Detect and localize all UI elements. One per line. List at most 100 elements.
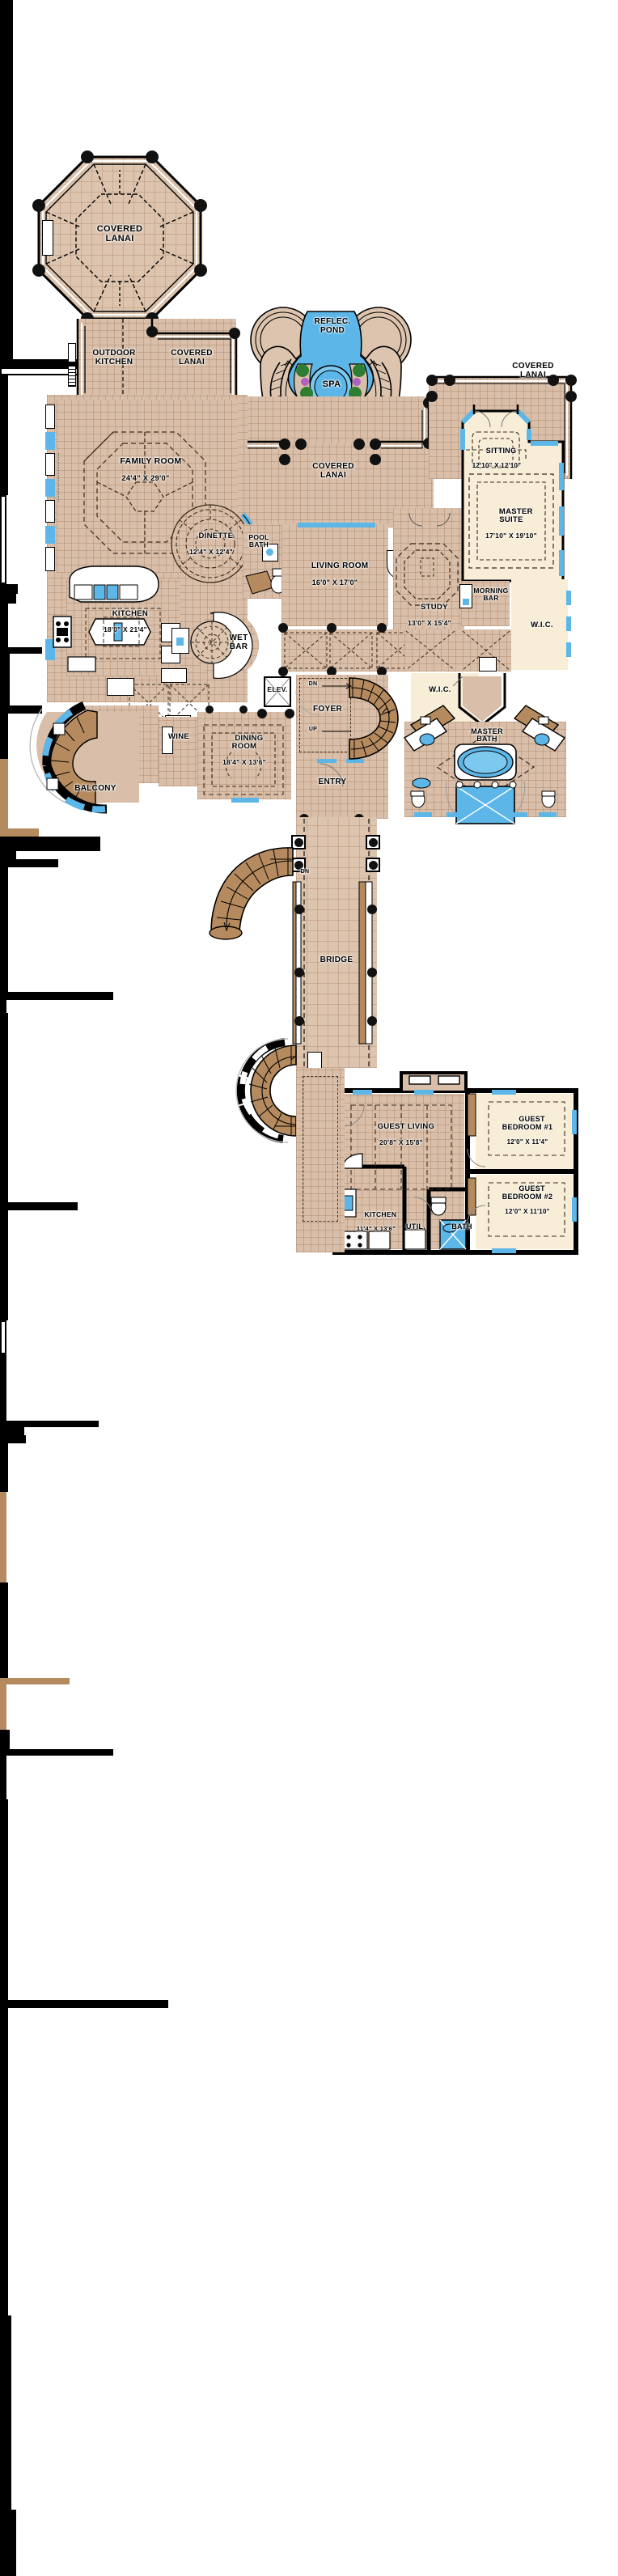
label-guest-bedroom-2: GUEST BEDROOM #2 12'0" X 11'10"	[489, 1178, 566, 1231]
bridge-guest-connector	[296, 1068, 345, 1252]
entry-wall	[0, 1427, 24, 1435]
closet-shelf	[0, 1492, 6, 1582]
dining-room-name: DINING ROOM	[231, 733, 264, 751]
wine-door	[162, 727, 173, 754]
column	[239, 705, 248, 714]
stair-marker-bridge-dn: DN	[300, 869, 310, 875]
living-room-name: LIVING ROOM	[311, 561, 369, 570]
label-guest-bath: BATH	[451, 1222, 472, 1231]
wic-west	[411, 673, 479, 722]
outdoor-kitchen-wall	[0, 0, 13, 50]
stair-marker-foyer-dn: DN	[308, 681, 318, 687]
window-unit	[414, 812, 432, 817]
family-room-name: FAMILY ROOM	[120, 456, 182, 467]
service-wall	[0, 705, 42, 714]
label-bridge: BRIDGE	[320, 955, 353, 964]
living-west-wall	[0, 1126, 8, 1173]
east-glass-band	[0, 495, 6, 584]
sitting-name: SITTING	[485, 447, 517, 455]
study-built-in	[0, 1320, 6, 1354]
window-unit	[45, 547, 55, 571]
column	[294, 968, 304, 977]
label-foyer: FOYER	[313, 705, 342, 714]
label-pantry: PANTRY	[104, 727, 138, 736]
connector-ceiling	[303, 1076, 338, 1222]
study-dim: 13'0" X 15'4"	[408, 618, 451, 627]
label-covered-lanai-north: COVERED LANAI	[171, 349, 213, 366]
dining-room-dim: 18'4" X 13'6"	[222, 757, 266, 766]
guest-kitchen-dim: 11'4" X 13'6"	[356, 1224, 396, 1232]
window-unit	[566, 642, 571, 657]
label-entry: ENTRY	[318, 777, 347, 786]
west-exterior-wall	[0, 50, 13, 359]
label-master-bath: MASTER BATH	[471, 727, 503, 744]
window-unit	[566, 616, 571, 631]
wine-rack	[0, 828, 39, 837]
foyer-wall	[0, 1354, 6, 1385]
label-covered-lanai-center: COVERED LANAI	[312, 462, 354, 480]
window-unit	[45, 432, 55, 450]
guest-living-name: GUEST LIVING	[377, 1121, 435, 1131]
mullion	[0, 1000, 6, 1006]
master-bath-west-wall	[0, 1799, 8, 1900]
label-wet-bar: WET BAR	[229, 633, 248, 651]
service-wall	[0, 654, 10, 705]
family-room-dim: 24'4" X 29'0"	[121, 474, 170, 483]
column	[278, 667, 288, 676]
column	[257, 709, 267, 718]
label-master-suite: MASTER SUITE 17'10" X 19'10"	[468, 500, 555, 556]
label-reflecting-pond: REFLEC. POND	[314, 317, 351, 335]
column	[377, 623, 387, 633]
cabinet	[161, 668, 187, 683]
wc-wall	[0, 2066, 8, 2121]
column	[294, 838, 303, 847]
master-bath-east-wall	[0, 1900, 8, 2000]
hall-wall	[0, 714, 8, 759]
study-east-wall	[0, 1256, 8, 1320]
window-unit	[45, 479, 55, 497]
entry	[296, 761, 388, 819]
label-guest-kitchen: KITCHEN 11'4" X 13'6"	[345, 1204, 408, 1246]
kitchen-name: KITCHEN	[112, 608, 149, 618]
study-name: STUDY	[421, 602, 448, 612]
master-west-wall	[0, 2315, 11, 2510]
window-unit	[539, 812, 557, 817]
pool-bath-wall	[0, 647, 42, 654]
wall-niche	[58, 453, 63, 502]
column	[327, 623, 337, 633]
closet-shelf	[0, 1678, 70, 1684]
sink-basin-icon	[266, 549, 273, 556]
wine-rack	[0, 759, 8, 828]
label-covered-lanai-east: COVERED LANAI	[512, 362, 554, 379]
label-dining-room: DINING ROOM 18'4" X 13'6"	[201, 727, 288, 782]
bridge-pier	[0, 2565, 16, 2576]
master-suite-dim: 17'10" X 19'10"	[485, 531, 537, 540]
floor-plan: COVERED LANAI OUTDOOR KITCHEN COVERED LA…	[0, 0, 578, 2576]
window-unit	[510, 812, 527, 817]
label-guest-bedroom-1: GUEST BEDROOM #1 12'0" X 11'4"	[489, 1108, 566, 1161]
window-unit	[45, 526, 55, 544]
dinette-wall-stub	[0, 584, 18, 594]
wic-east	[511, 579, 568, 670]
master-hall-wall	[0, 1749, 113, 1756]
guest-bedroom-2-dim: 12'0" X 11'10"	[505, 1207, 550, 1215]
master-hall-wall	[0, 1756, 6, 1799]
label-wic-east: W.I.C.	[531, 621, 553, 629]
dinette-name: DINETTE	[198, 531, 234, 540]
cooktop-icon	[68, 366, 76, 387]
column	[285, 709, 294, 718]
column	[294, 1016, 304, 1026]
wall-stub	[0, 859, 58, 867]
label-study: STUDY 13'0" X 15'4"	[393, 595, 466, 643]
column	[205, 705, 214, 714]
window-unit	[45, 639, 55, 660]
door-panel	[307, 1052, 322, 1070]
label-wine: WINE	[167, 732, 189, 741]
mullion	[0, 1006, 6, 1013]
window-band	[298, 523, 375, 527]
living-north-wall	[0, 992, 113, 1000]
window-unit	[45, 405, 55, 429]
study-east-wall	[0, 1210, 8, 1256]
column	[0, 1739, 10, 1749]
window-unit	[447, 812, 464, 817]
